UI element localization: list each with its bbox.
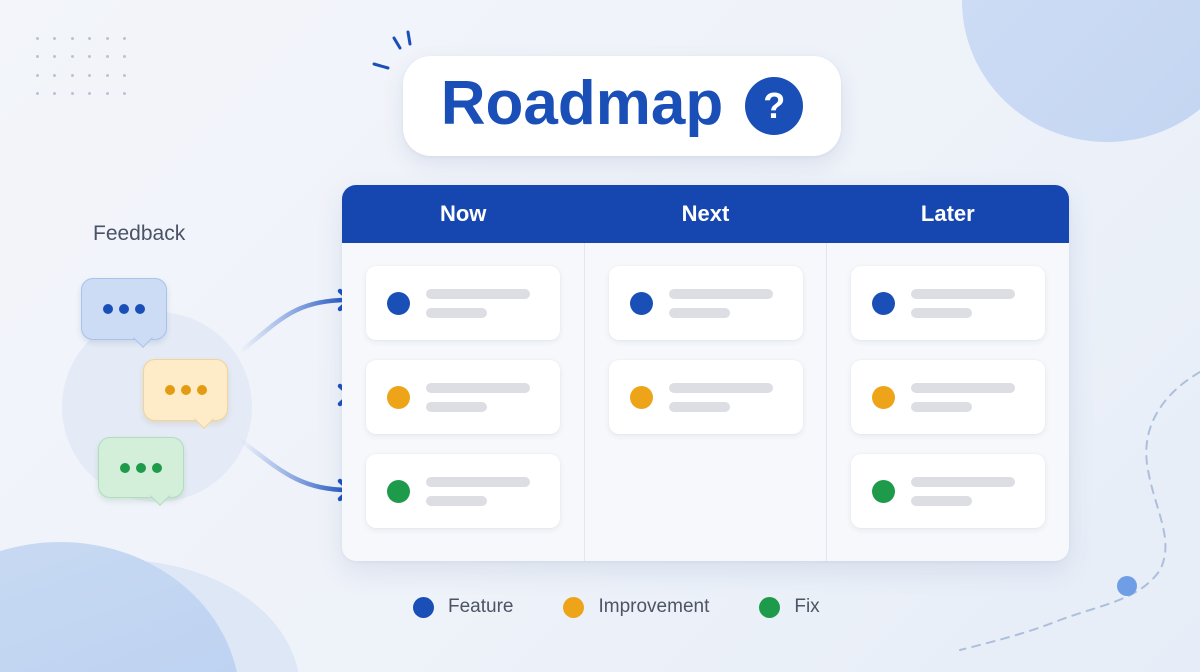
column-header-next[interactable]: Next — [681, 201, 730, 226]
roadmap-card-feature[interactable] — [608, 266, 803, 340]
roadmap-card-improvement[interactable] — [608, 360, 803, 434]
card-text-placeholder — [426, 288, 530, 318]
feature-dot-icon — [413, 596, 434, 618]
chat-bubble-icon-yellow — [143, 359, 228, 429]
chat-bubble-icon-green — [98, 437, 184, 506]
fix-dot-icon — [759, 596, 781, 618]
column-header-later[interactable]: Later — [920, 201, 975, 226]
roadmap-board: Now Next Later — [342, 185, 1069, 561]
fix-dot-icon — [387, 479, 410, 503]
improvement-dot-icon — [387, 385, 410, 409]
card-text-placeholder — [911, 476, 1016, 506]
fix-dot-icon — [872, 479, 896, 503]
arrow-right-icon-top — [237, 288, 353, 355]
title-pill: Roadmap ? — [403, 56, 841, 156]
feature-dot-icon — [872, 291, 896, 315]
column-now — [342, 243, 584, 561]
roadmap-card-feature[interactable] — [851, 266, 1046, 340]
question-mark-icon[interactable]: ? — [745, 77, 804, 135]
card-text-placeholder — [911, 288, 1016, 318]
board-header: Now Next Later — [342, 185, 1069, 243]
column-header-now[interactable]: Now — [439, 201, 487, 226]
card-text-placeholder — [426, 476, 530, 506]
card-text-placeholder — [911, 382, 1016, 412]
card-text-placeholder — [668, 382, 773, 412]
improvement-dot-icon — [872, 385, 896, 409]
decorative-circle-top-right — [962, 0, 1200, 142]
legend-item-improvement: Improvement — [563, 596, 709, 618]
roadmap-card-fix[interactable] — [366, 454, 560, 528]
legend-item-feature: Feature — [413, 596, 513, 618]
decorative-dot-grid — [33, 34, 129, 98]
chat-bubble-icon-blue — [81, 278, 167, 348]
page-title: Roadmap — [440, 69, 724, 138]
improvement-dot-icon — [629, 385, 653, 409]
sparkle-lines-icon — [372, 30, 412, 70]
column-next — [583, 243, 827, 561]
feature-dot-icon — [387, 291, 410, 315]
card-text-placeholder — [426, 382, 530, 412]
decorative-circle-bottom-left — [0, 542, 240, 672]
arrow-right-icon-bottom — [237, 437, 353, 502]
improvement-dot-icon — [563, 596, 585, 618]
feedback-label: Feedback — [93, 222, 186, 245]
roadmap-card-fix[interactable] — [851, 454, 1046, 528]
roadmap-card-feature[interactable] — [366, 266, 560, 340]
roadmap-card-improvement[interactable] — [851, 360, 1046, 434]
card-text-placeholder — [668, 288, 773, 318]
legend-item-fix: Fix — [759, 596, 820, 618]
arrow-right-icon-middle — [247, 383, 353, 407]
path-node-dot — [1117, 576, 1137, 596]
feature-dot-icon — [629, 291, 653, 315]
column-later — [826, 243, 1069, 561]
roadmap-card-improvement[interactable] — [366, 360, 560, 434]
legend: Feature Improvement Fix — [413, 596, 820, 618]
